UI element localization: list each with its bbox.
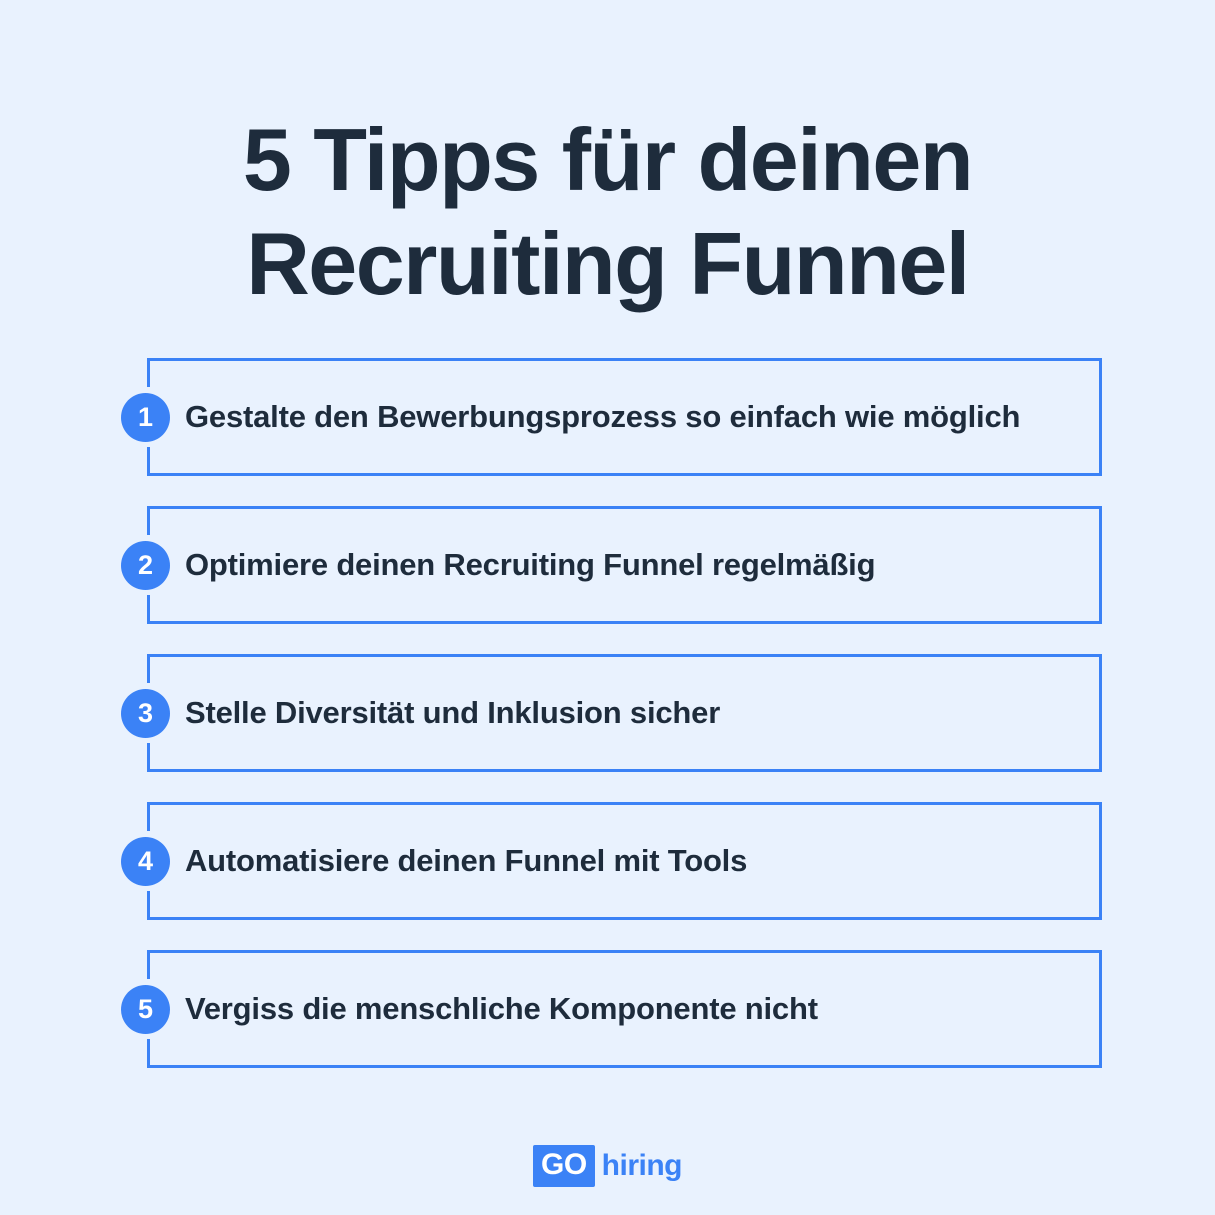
page-title-line-2: Recruiting Funnel bbox=[246, 214, 970, 313]
tip-label: Optimiere deinen Recruiting Funnel regel… bbox=[185, 547, 876, 582]
page-title: 5 Tipps für deinen Recruiting Funnel bbox=[0, 108, 1215, 316]
list-item: 2 Optimiere deinen Recruiting Funnel reg… bbox=[0, 506, 1215, 624]
page-title-line-1: 5 Tipps für deinen bbox=[242, 110, 974, 209]
list-item: 4 Automatisiere deinen Funnel mit Tools bbox=[0, 802, 1215, 920]
tip-number-badge: 5 bbox=[121, 985, 170, 1034]
tip-number-badge: 4 bbox=[121, 837, 170, 886]
tip-number-badge: 1 bbox=[121, 393, 170, 442]
tip-label: Automatisiere deinen Funnel mit Tools bbox=[185, 843, 748, 878]
list-item: 1 Gestalte den Bewerbungsprozess so einf… bbox=[0, 358, 1215, 476]
logo-go-badge: GO bbox=[533, 1145, 595, 1187]
list-item: 5 Vergiss die menschliche Komponente nic… bbox=[0, 950, 1215, 1068]
tip-label: Vergiss die menschliche Komponente nicht bbox=[185, 991, 818, 1026]
tips-list: 1 Gestalte den Bewerbungsprozess so einf… bbox=[0, 358, 1215, 1098]
tip-number-badge: 2 bbox=[121, 541, 170, 590]
logo-hiring-word: hiring bbox=[601, 1149, 683, 1182]
tip-label: Stelle Diversität und Inklusion sicher bbox=[185, 695, 721, 730]
gohiring-logo: GO hiring bbox=[0, 1145, 1215, 1187]
list-item: 3 Stelle Diversität und Inklusion sicher bbox=[0, 654, 1215, 772]
tip-number-badge: 3 bbox=[121, 689, 170, 738]
tip-label: Gestalte den Bewerbungsprozess so einfac… bbox=[185, 399, 1021, 434]
